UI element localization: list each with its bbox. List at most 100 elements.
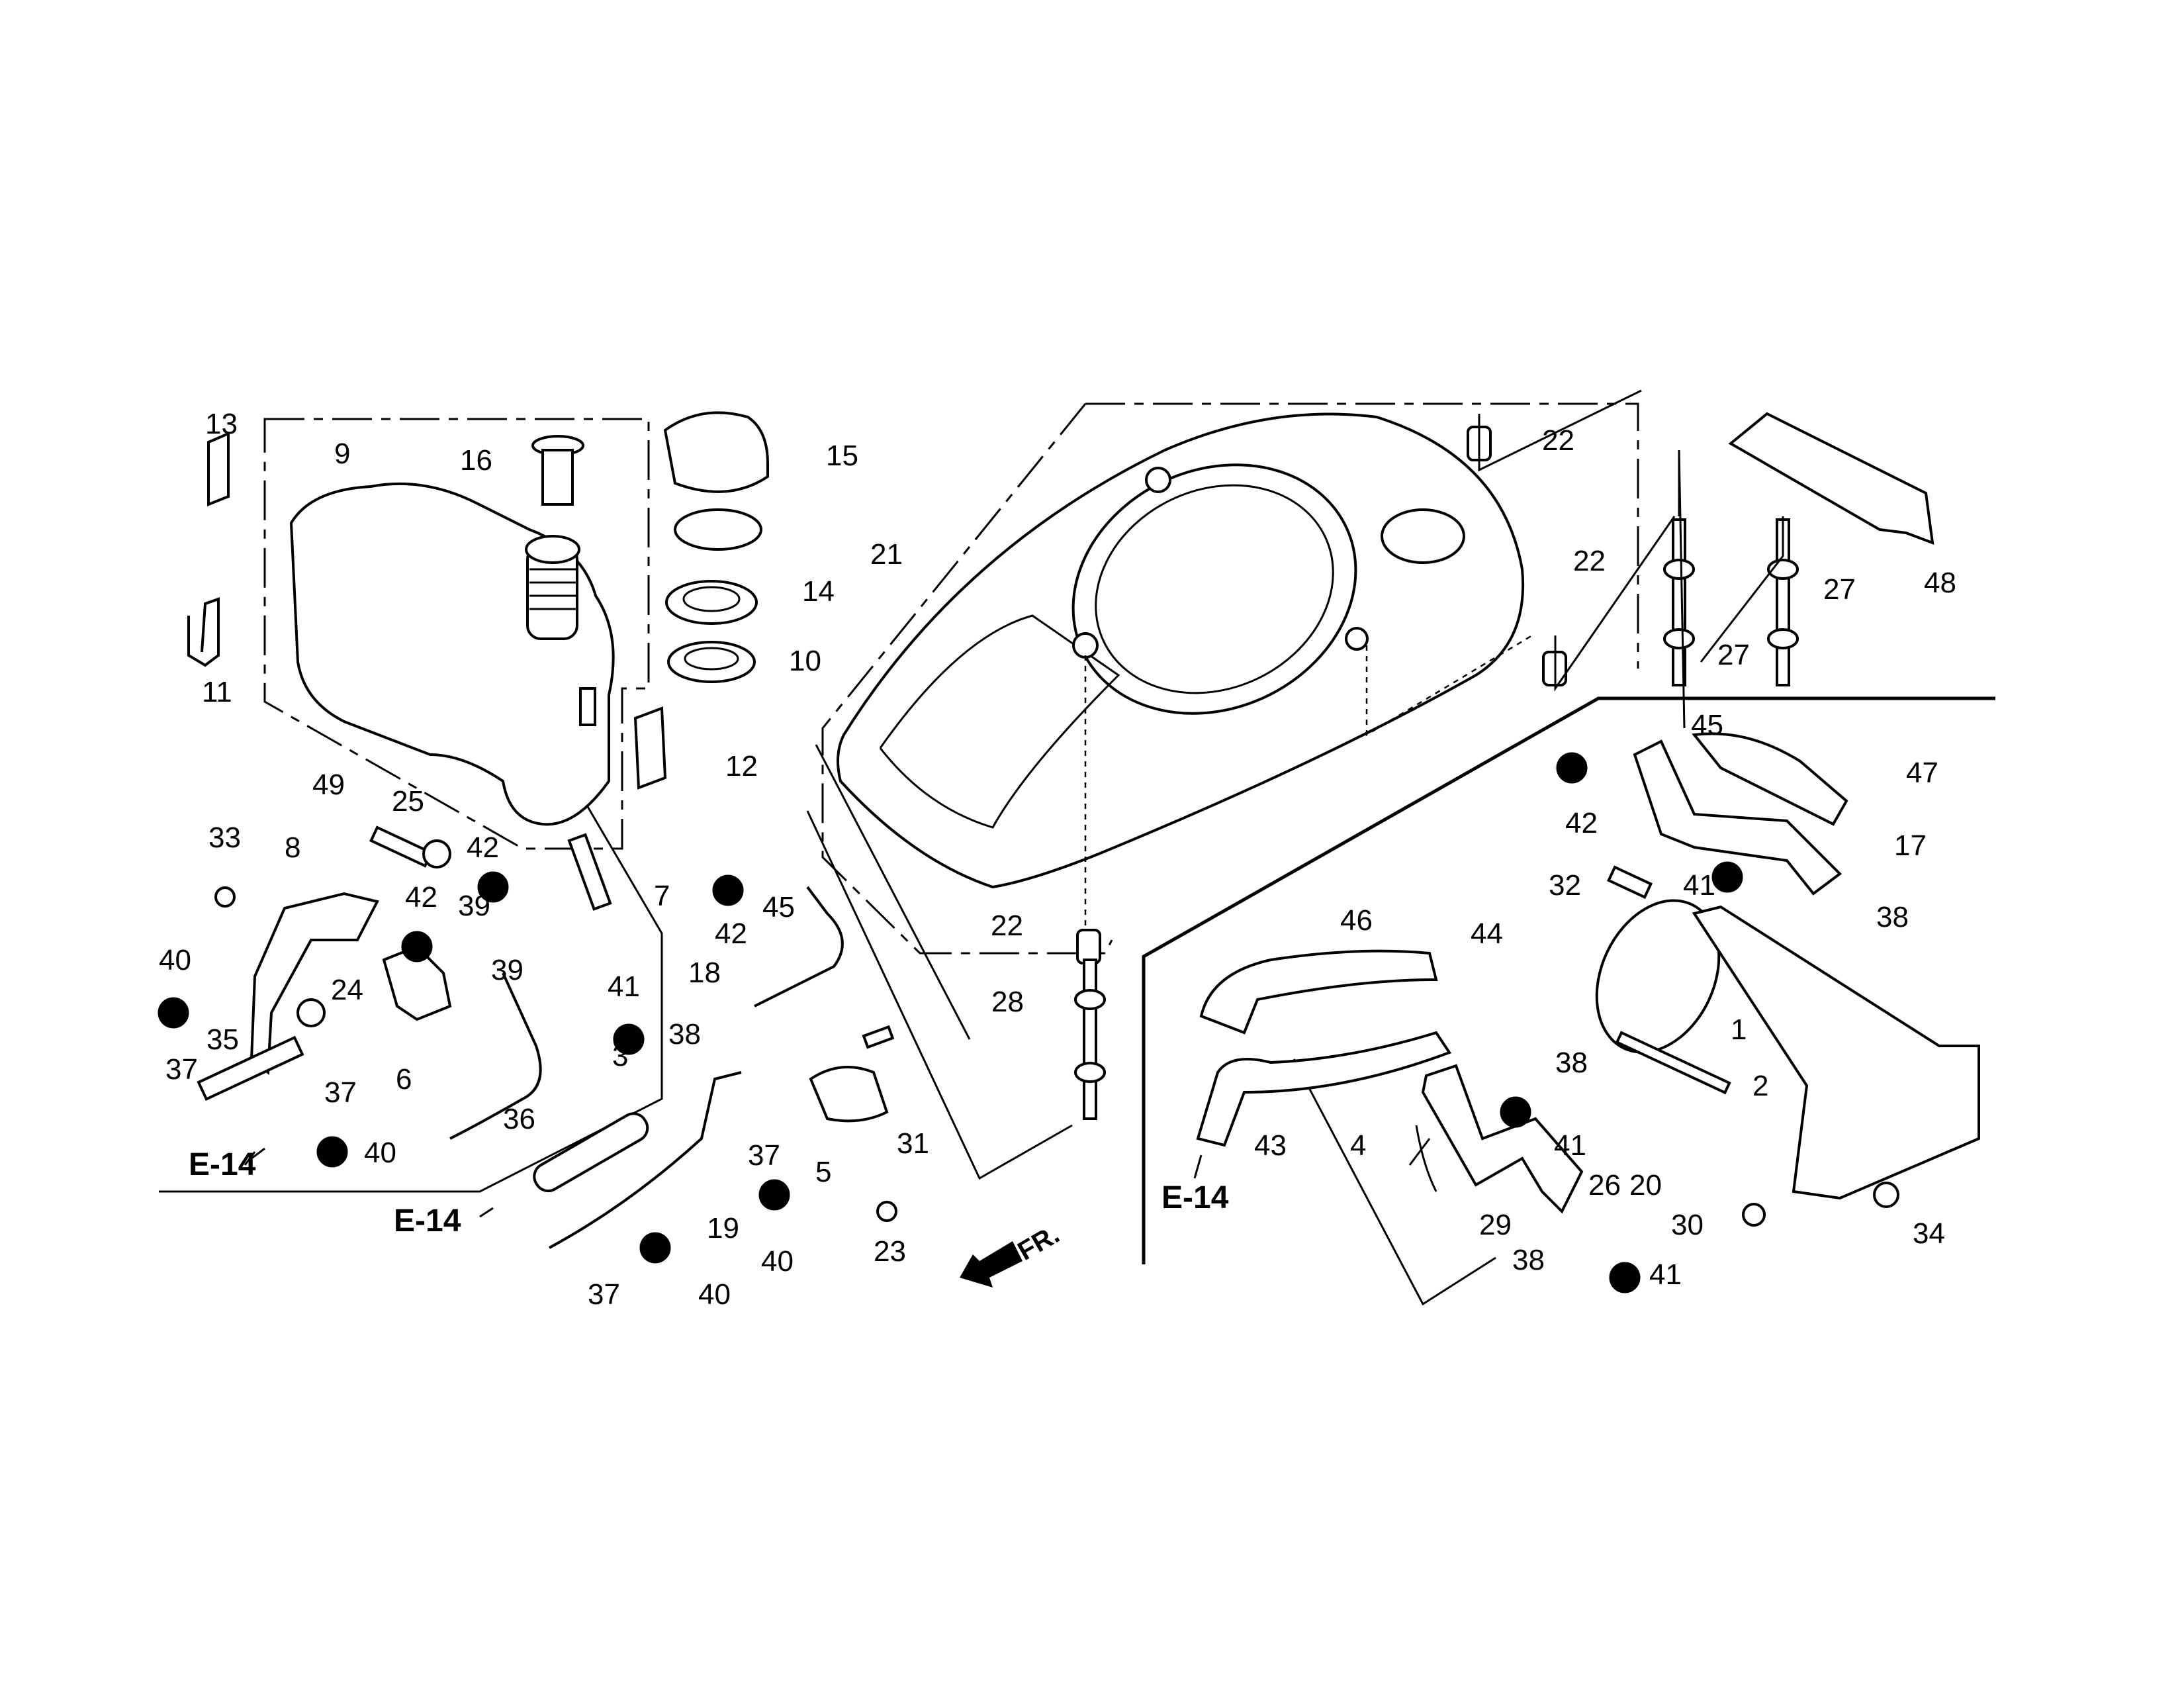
shroud-port xyxy=(1381,508,1465,564)
screw-33 xyxy=(214,886,236,908)
part-label: 14 xyxy=(802,575,835,608)
part-label: 42 xyxy=(1565,807,1598,839)
part-label: 48 xyxy=(1924,567,1956,599)
clamp-42-a xyxy=(401,931,433,962)
center-boundary-line-2 xyxy=(815,744,971,1040)
stud-28 xyxy=(1083,959,1097,1120)
shroud-grommet-hole-3 xyxy=(1345,627,1369,651)
bolt-24 xyxy=(296,998,326,1027)
left-boundary-line xyxy=(159,661,663,1193)
part-label: 41 xyxy=(1649,1258,1682,1291)
grommets xyxy=(1076,389,1676,964)
part-label: 40 xyxy=(364,1137,396,1169)
clamp-40-b xyxy=(316,1136,348,1168)
pipe-35 xyxy=(197,1035,304,1102)
part-label: 7 xyxy=(654,880,670,912)
part-label: 39 xyxy=(491,954,523,986)
clip-13 xyxy=(207,431,230,506)
part-label: 23 xyxy=(874,1235,906,1268)
tank-neck-threads xyxy=(529,568,577,610)
part-label: 40 xyxy=(159,944,191,976)
part-label: 43 xyxy=(1254,1129,1287,1162)
part-label: 22 xyxy=(991,910,1023,942)
reference-arrow-icon xyxy=(479,1207,494,1218)
cover-plate-48 xyxy=(1728,412,1934,545)
stud-27-left-collar-2 xyxy=(1663,628,1695,649)
part-label: 47 xyxy=(1906,757,1938,789)
filter-7 xyxy=(567,833,612,911)
part-label: 18 xyxy=(688,957,721,989)
part-label: 16 xyxy=(460,444,492,477)
clamp-42-c xyxy=(712,874,744,906)
reference-label-e14[interactable]: E-14 xyxy=(1161,1180,1229,1215)
part-label: 9 xyxy=(334,438,350,470)
fuel-pump-1 xyxy=(1595,899,1721,1054)
fuel-pump-assembly xyxy=(1408,865,1980,1227)
shroud-group-box xyxy=(821,402,1639,955)
clamp-40-a xyxy=(158,997,189,1029)
bolt-32 xyxy=(1607,865,1653,899)
part-label: 5 xyxy=(815,1156,831,1188)
fuel-tank-group-box xyxy=(263,418,650,850)
grommet-leader-1 xyxy=(1478,389,1642,472)
part-label: 28 xyxy=(991,986,1024,1018)
clip-11 xyxy=(187,597,220,667)
hose-46 xyxy=(1199,949,1438,1035)
part-label: 24 xyxy=(331,974,363,1006)
part-label: 42 xyxy=(467,831,499,864)
part-label: 22 xyxy=(1573,545,1606,577)
shroud-panel xyxy=(879,614,1120,829)
hose-17 xyxy=(1633,739,1843,896)
reference-label-e14[interactable]: E-14 xyxy=(394,1203,461,1239)
part-label: 37 xyxy=(165,1053,198,1086)
fuel-cap xyxy=(663,411,769,493)
part-label: 21 xyxy=(870,538,903,571)
section-boundaries xyxy=(159,402,1995,1306)
bolt-31 xyxy=(862,1025,895,1049)
part-label: 27 xyxy=(1717,639,1750,671)
part-label: 39 xyxy=(458,890,490,922)
clamp-41-d xyxy=(1609,1262,1641,1293)
fuel-valve-assembly xyxy=(197,825,612,1140)
part-label: 40 xyxy=(761,1245,794,1278)
part-label: 22 xyxy=(1542,424,1574,457)
air-shroud xyxy=(837,412,1533,927)
clamp-42-d xyxy=(1556,752,1588,784)
clip-29 xyxy=(1408,1125,1437,1192)
part-label: 10 xyxy=(789,645,821,677)
part-label: 41 xyxy=(1554,1129,1586,1162)
stud-27-right-collar-2 xyxy=(1767,628,1799,649)
part-label: 31 xyxy=(897,1127,929,1160)
part-label: 6 xyxy=(396,1063,412,1096)
bolt-26 xyxy=(1615,1031,1731,1095)
part-label: 44 xyxy=(1471,917,1503,950)
stud-28-collar-1 xyxy=(1074,989,1106,1010)
part-label: 45 xyxy=(1691,709,1723,741)
part-label: 38 xyxy=(1555,1047,1588,1079)
clip-30 xyxy=(1742,1203,1766,1227)
part-label: 4 xyxy=(1350,1129,1366,1162)
part-label: 11 xyxy=(202,676,232,708)
tank-tab xyxy=(579,687,596,726)
part-label: 1 xyxy=(1731,1013,1747,1046)
part-label: 49 xyxy=(312,769,345,801)
shroud-grommet-hole-2 xyxy=(1072,632,1099,659)
grommet-22-bottom xyxy=(1076,929,1101,964)
nut-thread xyxy=(682,586,741,612)
nut-34 xyxy=(1873,1182,1899,1208)
part-label: 37 xyxy=(588,1278,620,1311)
tank-neck-opening xyxy=(525,535,580,564)
front-arrow-icon xyxy=(960,1241,1023,1288)
part-label: 26 xyxy=(1588,1169,1621,1201)
part-label: 38 xyxy=(1512,1244,1545,1276)
bolt-25-head xyxy=(422,839,451,868)
shroud-grommet-hole-1 xyxy=(1145,467,1171,493)
part-label: 3 xyxy=(612,1040,628,1072)
clamp-41-a xyxy=(613,1023,645,1055)
part-label: 33 xyxy=(208,821,241,854)
part-label: 38 xyxy=(668,1018,701,1051)
stud-leaders xyxy=(1678,449,1784,729)
fuel-strainer xyxy=(531,435,584,506)
grommet-leader-2 xyxy=(1554,516,1676,692)
